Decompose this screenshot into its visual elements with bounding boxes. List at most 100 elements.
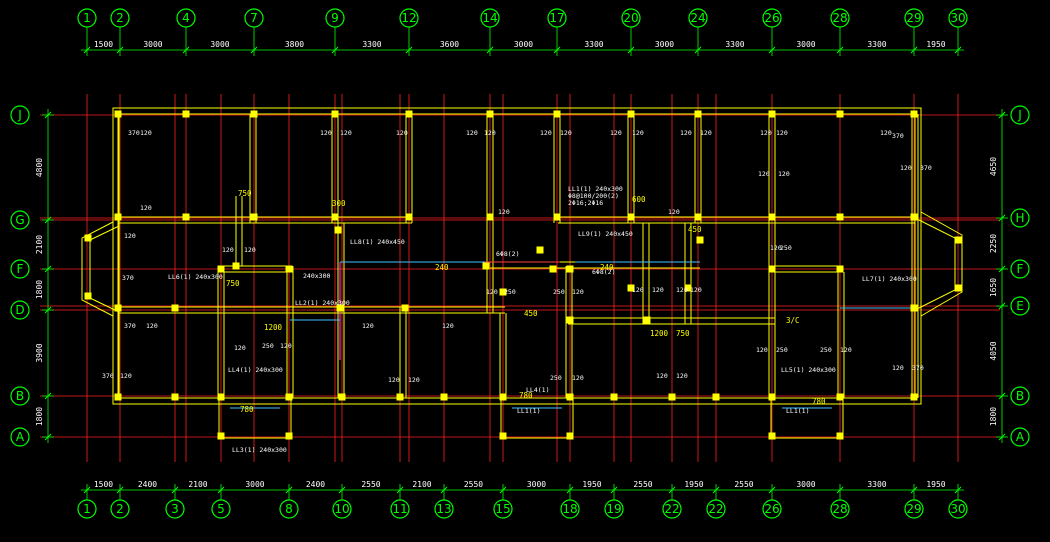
column (836, 110, 844, 118)
top-dim-value: 1950 (926, 40, 945, 49)
top-axis-bubble-label: 20 (623, 11, 638, 25)
top-dim-value: 3300 (867, 40, 886, 49)
bottom-dim-slash (171, 486, 179, 494)
wall-thickness-label: 120 (676, 372, 688, 380)
bottom-dim-slash (954, 486, 962, 494)
column (499, 288, 507, 296)
left-axis-bubble-label: G (15, 213, 24, 227)
top-axis-bubble: 4 (176, 8, 196, 28)
top-dim-slash (553, 46, 561, 54)
top-axis-bubble-label: 26 (764, 11, 779, 25)
column (114, 110, 122, 118)
bottom-dim-slash (836, 486, 844, 494)
right-axis-bubble-label: B (1016, 389, 1024, 403)
bottom-dim-value: 2100 (412, 480, 431, 489)
bottom-dim-slash (610, 486, 618, 494)
wall-thickness-label: 370 (128, 129, 140, 137)
dim-780-b: 780 (519, 391, 533, 400)
bottom-axis-bubble-label: 10 (334, 502, 349, 516)
left-dim-slash (44, 306, 52, 314)
beam-label-ll1-short: LL1(1) (517, 407, 540, 415)
bottom-axis-bubble: 3 (165, 499, 185, 519)
top-axis-bubble-label: 24 (690, 11, 705, 25)
column (182, 110, 190, 118)
top-dim-value: 3300 (362, 40, 381, 49)
top-axis-bubble: 14 (480, 8, 500, 28)
column (549, 265, 557, 273)
column (285, 432, 293, 440)
right-dim-slash (998, 433, 1006, 441)
beam-label-ll9: LL9(1) 240x450 (578, 230, 633, 238)
left-dim-value: 2100 (35, 235, 44, 254)
wall-thickness-label: 120 (146, 322, 158, 330)
wall-thickness-label: 120 (466, 129, 478, 137)
bottom-dim-slash (768, 486, 776, 494)
dim-750-b: 750 (226, 279, 240, 288)
bottom-axis-bubble: 13 (434, 499, 454, 519)
top-axis-bubble: 24 (688, 8, 708, 28)
dim-450-a: 450 (688, 225, 702, 234)
wall-thickness-label: 250 (780, 244, 792, 252)
wall-thickness-label: 120 (320, 129, 332, 137)
left-axis-bubble: J (10, 105, 30, 125)
column (114, 393, 122, 401)
column (768, 393, 776, 401)
bottom-axis-bubble-label: 30 (950, 502, 965, 516)
column (217, 265, 225, 273)
bottom-dim-value: 2550 (633, 480, 652, 489)
dim-750-a: 750 (238, 189, 252, 198)
column (182, 213, 190, 221)
wall-thickness-label: 120 (442, 322, 454, 330)
wall-thickness-label: 120 (758, 170, 770, 178)
top-dim-slash (486, 46, 494, 54)
top-dim-value: 3000 (655, 40, 674, 49)
top-dim-slash (405, 46, 413, 54)
axis-3c: 3/C (786, 316, 800, 325)
bottom-axis-bubble-circle (662, 499, 682, 519)
bottom-axis-bubble: 28 (830, 499, 850, 519)
bottom-dim-value: 2550 (361, 480, 380, 489)
bottom-axis-bubble: 29 (904, 499, 924, 519)
wall-thickness-label: 120 (486, 288, 498, 296)
column (836, 213, 844, 221)
column (486, 110, 494, 118)
wall-thickness-label: 120 (776, 129, 788, 137)
column (954, 284, 962, 292)
left-axis-bubble-label: A (16, 430, 25, 444)
bottom-axis-bubble: 19 (604, 499, 624, 519)
wall-thickness-label: 370 (892, 132, 904, 140)
column (768, 432, 776, 440)
bottom-axis-bubble-label: 22 (708, 502, 723, 516)
wall-thickness-label: 120 (652, 286, 664, 294)
column (836, 432, 844, 440)
top-axis-bubble-label: 30 (950, 11, 965, 25)
top-axis-bubble: 30 (948, 8, 968, 28)
beam-label-ll1: LL1(1) 240x300 (568, 185, 623, 193)
left-axis-bubble-circle (10, 259, 30, 279)
top-axis-bubble-label: 2 (116, 11, 124, 25)
columns (84, 110, 962, 440)
column (482, 262, 490, 270)
top-axis-bubble-label: 12 (401, 11, 416, 25)
top-axis-bubble: 12 (399, 8, 419, 28)
beam-label-ll4-short: LL4(1) (526, 386, 549, 394)
dim-6phi8-b: 6Φ8(2) (496, 250, 519, 258)
top-axis-bubble: 28 (830, 8, 850, 28)
right-dim-value: 1800 (989, 407, 998, 426)
wall-thickness-label: 120 (610, 129, 622, 137)
right-dim-value: 1650 (989, 278, 998, 297)
column (285, 265, 293, 273)
wall-thickness-label: 120 (540, 129, 552, 137)
bottom-axis-bubble-circle (762, 499, 782, 519)
top-dim-slash (331, 46, 339, 54)
dim-780-a: 780 (240, 405, 254, 414)
left-axis-bubble-circle (10, 386, 30, 406)
dim-240x300: 240x300 (303, 272, 330, 280)
bottom-axis-bubble-label: 26 (764, 502, 779, 516)
left-axis-bubble: B (10, 386, 30, 406)
column (336, 304, 344, 312)
beam-label-ll5: LL5(1) 240x300 (781, 366, 836, 374)
